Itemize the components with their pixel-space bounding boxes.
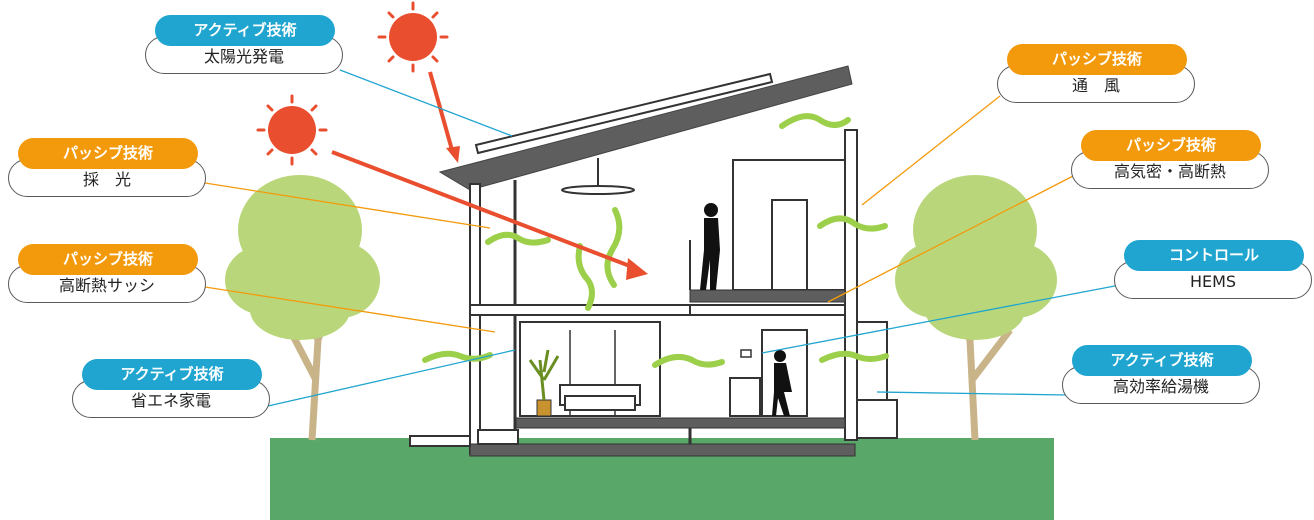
leader-lines — [204, 69, 1121, 407]
hems-panel — [740, 349, 752, 358]
person-icon-loft — [700, 203, 720, 290]
tree-right — [895, 175, 1057, 441]
callout-appliance: アクティブ技術 省エネ家電 — [72, 359, 272, 421]
callout-category: パッシブ技術 — [18, 138, 198, 169]
callout-sash: パッシブ技術 高断熱サッシ — [8, 244, 208, 306]
callout-ventilation: パッシブ技術 通 風 — [997, 44, 1197, 106]
callout-category: パッシブ技術 — [1007, 44, 1187, 75]
callout-category: アクティブ技術 — [82, 359, 262, 390]
callout-category: アクティブ技術 — [1072, 345, 1252, 376]
callout-category: パッシブ技術 — [1081, 130, 1261, 161]
sunlight-arrows — [331, 71, 648, 280]
callout-daylight: パッシブ技術 採 光 — [8, 138, 208, 200]
solar-panel — [474, 72, 774, 155]
house — [409, 65, 898, 457]
callout-water-heater: アクティブ技術 高効率給湯機 — [1062, 345, 1262, 407]
callout-category: パッシブ技術 — [18, 244, 198, 275]
person-icon-ground — [772, 350, 792, 416]
wind-icons — [422, 113, 889, 368]
sun-icon-top — [377, 1, 449, 73]
callout-hems: コントロール HEMS — [1114, 240, 1314, 302]
callout-solar: アクティブ技術 太陽光発電 — [145, 15, 345, 77]
sun-icon-left — [256, 94, 328, 166]
callout-airtight: パッシブ技術 高気密・高断熱 — [1071, 130, 1271, 192]
callout-category: コントロール — [1124, 240, 1304, 271]
callout-category: アクティブ技術 — [155, 15, 335, 46]
